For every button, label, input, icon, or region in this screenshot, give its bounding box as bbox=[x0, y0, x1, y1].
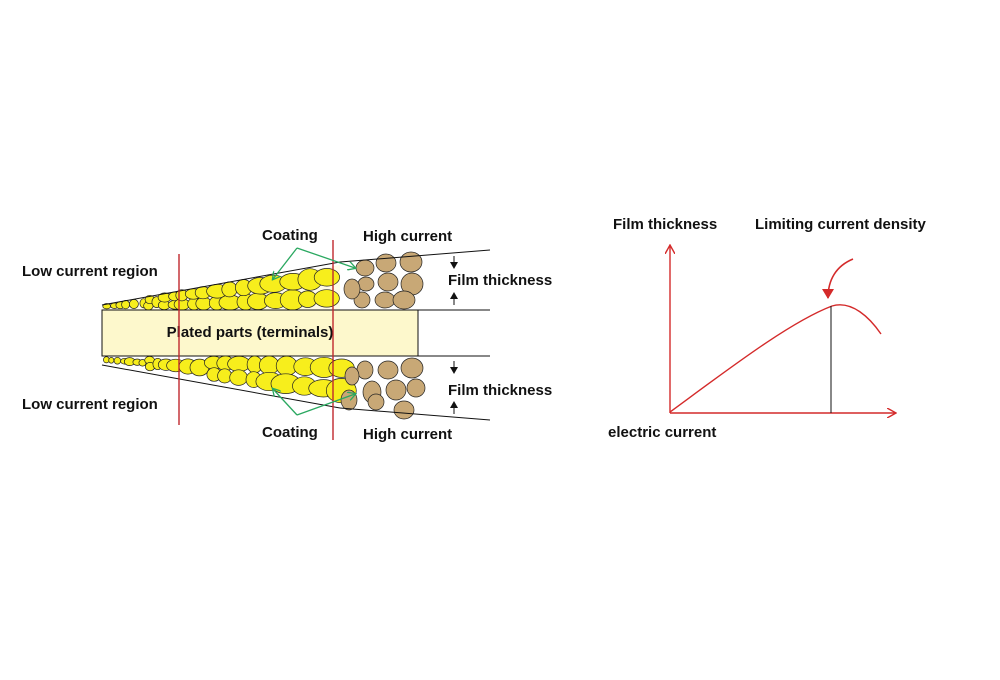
low-current-region-bottom-label: Low current region bbox=[22, 396, 158, 413]
film-thickness-curve bbox=[669, 304, 882, 413]
brown-grain bbox=[406, 378, 426, 398]
yellow-grain bbox=[229, 369, 248, 386]
yellow-grain bbox=[313, 289, 340, 308]
high-current-bottom-label: High current bbox=[363, 426, 452, 443]
brown-grain bbox=[367, 393, 385, 411]
y-axis-label: Film thickness bbox=[613, 216, 717, 233]
brown-grain bbox=[377, 360, 399, 380]
yellow-grain bbox=[113, 356, 122, 365]
bottom-envelope-line bbox=[101, 364, 341, 409]
x-axis-label: electric current bbox=[608, 424, 716, 441]
bottom-coating-layer bbox=[101, 355, 491, 421]
brown-grain bbox=[355, 259, 375, 277]
brown-grain bbox=[393, 400, 415, 420]
limiting-current-label: Limiting current density bbox=[755, 216, 927, 233]
top-coating-layer bbox=[101, 249, 491, 311]
bottom-envelope-line-2 bbox=[339, 407, 491, 421]
yellow-grain bbox=[129, 299, 139, 309]
coating-bottom-leader-right bbox=[296, 394, 355, 416]
brown-grain bbox=[344, 366, 360, 386]
plated-part bbox=[101, 309, 419, 357]
bottom-brown-grains bbox=[340, 357, 426, 420]
yellow-grain bbox=[313, 268, 340, 287]
top-envelope-line-2 bbox=[339, 249, 491, 263]
bottom-yellow-grains bbox=[103, 355, 357, 404]
yellow-grain bbox=[108, 357, 115, 364]
brown-grain bbox=[357, 276, 375, 292]
plated-part-label: Plated parts (terminals) bbox=[167, 324, 334, 341]
brown-grain bbox=[400, 357, 424, 379]
limiting-current-arrow bbox=[822, 258, 854, 299]
brown-grain bbox=[399, 251, 423, 273]
brown-grain bbox=[375, 253, 397, 273]
brown-grain bbox=[343, 278, 361, 300]
brown-grain bbox=[374, 291, 396, 309]
film-thickness-bottom-label: Film thickness bbox=[448, 382, 552, 399]
low-current-region-top-label: Low current region bbox=[22, 263, 158, 280]
brown-grain bbox=[356, 360, 374, 380]
brown-grain bbox=[392, 290, 416, 310]
plating-cross-section: Plated parts (terminals) Low current reg… bbox=[22, 227, 552, 443]
coating-bottom-leader-left bbox=[273, 389, 298, 416]
coating-top-label: Coating bbox=[262, 227, 318, 244]
yellow-grain bbox=[221, 281, 238, 298]
brown-grain bbox=[385, 379, 407, 401]
coating-bottom-label: Coating bbox=[262, 424, 318, 441]
current-density-graph: Film thickness Limiting current density … bbox=[608, 216, 927, 441]
coating-top-leader-left bbox=[273, 247, 298, 279]
film-thickness-top-label: Film thickness bbox=[448, 272, 552, 289]
brown-grain bbox=[377, 272, 399, 292]
high-current-top-label: High current bbox=[363, 228, 452, 245]
brown-grain bbox=[340, 389, 358, 411]
top-brown-grains bbox=[343, 251, 424, 310]
top-envelope-line bbox=[101, 261, 341, 306]
coating-top-leader-right bbox=[296, 247, 355, 268]
